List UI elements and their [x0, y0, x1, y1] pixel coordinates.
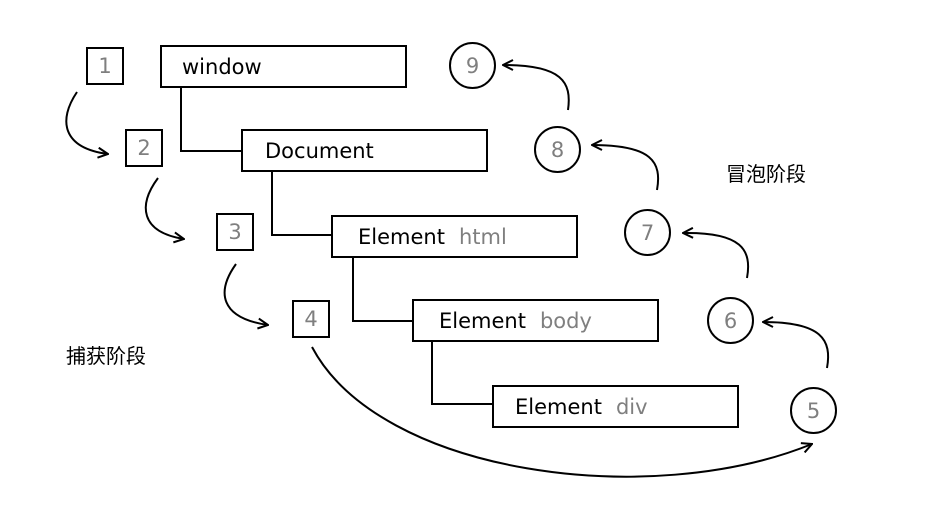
tree-connector-window-document — [180, 88, 242, 152]
capture-arrow-4-5 — [311, 346, 812, 478]
node-label: Element — [439, 308, 526, 333]
node-label: Element — [358, 224, 445, 249]
node-label: Document — [265, 138, 374, 163]
bubble-arrow-5-6 — [763, 322, 830, 369]
tree-connector-document-html — [271, 172, 332, 236]
capture-arrow-3-4 — [223, 263, 268, 325]
tree-connector-body-div — [431, 342, 493, 405]
node-label: Element — [515, 394, 602, 419]
node-element-div: Element div — [492, 385, 739, 428]
tree-connector-html-body — [352, 258, 413, 322]
capture-step-3: 3 — [216, 213, 254, 251]
node-document: Document — [241, 129, 488, 172]
node-element-body: Element body — [412, 299, 659, 342]
node-window: window — [160, 45, 407, 88]
node-element-html: Element html — [331, 215, 578, 258]
bubble-step-6: 6 — [707, 297, 754, 344]
capture-phase-label: 捕获阶段 — [66, 344, 146, 368]
bubble-phase-label: 冒泡阶段 — [726, 162, 806, 186]
bubble-arrow-6-7 — [683, 233, 750, 279]
capture-step-4: 4 — [292, 300, 330, 338]
node-tag-label: body — [539, 308, 592, 333]
capture-step-2: 2 — [125, 129, 163, 167]
bubble-step-5: 5 — [790, 387, 837, 434]
node-tag-label: div — [615, 394, 648, 419]
bubble-step-8: 8 — [534, 126, 581, 173]
bubble-step-9: 9 — [449, 42, 496, 89]
bubble-step-7: 7 — [624, 209, 671, 256]
node-tag-label: html — [458, 224, 507, 249]
bubble-arrow-7-8 — [592, 145, 660, 191]
capture-arrow-2-3 — [144, 177, 184, 239]
capture-step-1: 1 — [86, 47, 124, 85]
capture-arrow-1-2 — [65, 91, 108, 154]
node-label: window — [182, 54, 262, 79]
bubble-arrow-8-9 — [503, 65, 570, 111]
